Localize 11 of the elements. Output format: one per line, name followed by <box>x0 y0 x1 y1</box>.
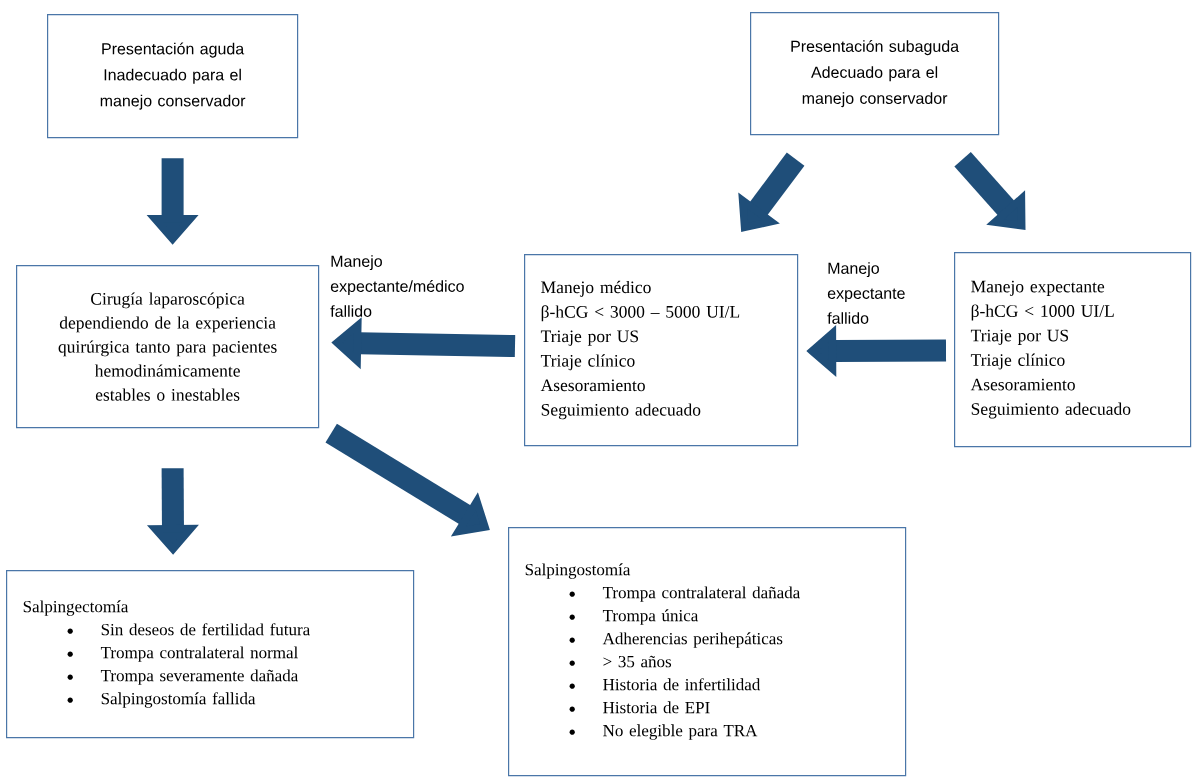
text-box: Manejo médico β-hCG < 3000 – 5000 UI/L Triaje por US Triaje clínico Asesoramiento Seguimiento adecuado <box>524 254 799 447</box>
text-box: Salpingostomía Trompa contralateral dañada Trompa única Adherencias perihepáticas > 35 años Historia de infertilidad Historia de EPI No elegible para TRA <box>508 527 907 777</box>
text-box: Cirugía laparoscópica dependiendo de la experiencia quirúrgica tanto para pacientes hemodinámicamente estables o inestables <box>16 265 320 429</box>
text-box: Salpingectomía Sin deseos de fertilidad futura Trompa contralateral normal Trompa severamente dañada Salpingostomía fallida <box>6 570 415 739</box>
edge-label: Manejo expectante fallido <box>827 262 905 324</box>
block-arrow <box>954 151 1026 230</box>
text-box: Manejo expectante β-hCG < 1000 UI/L Triaje por US Triaje clínico Asesoramiento Seguimiento adecuado <box>954 252 1192 448</box>
block-arrow <box>738 152 805 232</box>
text-box: Presentación aguda Inadecuado para el manejo conservador <box>47 14 299 139</box>
text-box: Presentación subaguda Adecuado para el manejo conservador <box>750 12 1000 136</box>
edge-label: Manejo expectante/médico fallido <box>330 255 464 317</box>
